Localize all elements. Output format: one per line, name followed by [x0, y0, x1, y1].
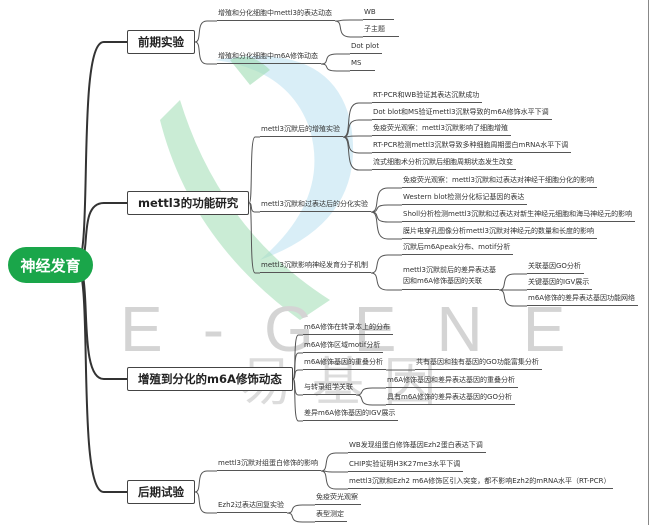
- branch-early-experiments[interactable]: 前期实验: [127, 30, 195, 54]
- list-item[interactable]: 具有m6A修饰的差异表达基因的GO分析: [386, 393, 515, 405]
- node-wb[interactable]: WB: [363, 8, 394, 20]
- list-item[interactable]: 共有基因和独有基因的GO功能富集分析: [415, 358, 542, 370]
- branch-late-experiments[interactable]: 后期试验: [127, 480, 195, 504]
- list-item[interactable]: m6A修饰的差异表达基因功能网络: [527, 294, 639, 306]
- list-item[interactable]: m6A修饰在转录本上的分布: [303, 323, 394, 335]
- branch-m6a-dynamics[interactable]: 增殖到分化的m6A修饰动态: [127, 367, 293, 391]
- node-subtopic[interactable]: 子主题: [363, 25, 399, 37]
- list-item[interactable]: WB发现组蛋白修饰基因Ezh2蛋白表达下调: [348, 441, 486, 453]
- node-overlap-analysis[interactable]: m6A修饰基因的重叠分析: [303, 358, 387, 370]
- list-item[interactable]: m6A修饰基因和差异表达基因的重叠分析: [386, 376, 519, 388]
- list-item[interactable]: RT-PCR检测mettl3沉默导致多种细胞周期蛋白mRNA水平下调: [372, 141, 572, 153]
- watermark-brand: E-GENE: [120, 293, 606, 365]
- node-label-line2: 因和m6A修饰基因的关联: [403, 277, 483, 285]
- list-item[interactable]: Dot blot和MS验证mettl3沉默导致的m6A修饰水平下调: [372, 108, 552, 120]
- node-ezh2-rescue[interactable]: Ezh2过表达回复实验: [217, 501, 287, 513]
- list-item[interactable]: RT-PCR和WB验证其表达沉默成功: [372, 91, 483, 103]
- node-differentiation-exp[interactable]: mettl3沉默和过表达后的分化实验: [260, 200, 372, 212]
- node-label-line1: mettl3沉默前后的差异表达基: [403, 266, 497, 274]
- node-ms[interactable]: MS: [350, 59, 376, 71]
- list-item[interactable]: 膜片电穿孔图像分析mettl3沉默对神经元的数量和长度的影响: [402, 227, 598, 239]
- list-item[interactable]: mettl3沉默和Ezh2 m6A修饰区引入突变，都不影响Ezh2的mRNA水平…: [348, 477, 614, 489]
- root-node[interactable]: 神经发育: [8, 247, 93, 283]
- list-item[interactable]: 沉默后m6Apeak分布、motif分析: [402, 243, 514, 255]
- list-item[interactable]: 差异m6A修饰基因的IGV展示: [303, 409, 399, 421]
- list-item[interactable]: 关联基因GO分析: [527, 262, 584, 274]
- list-item[interactable]: 免疫荧光观察: [315, 493, 361, 505]
- list-item[interactable]: Sholl分析检测mettl3沉默和过表达对新生神经元细胞和海马神经元的影响: [402, 210, 636, 222]
- list-item[interactable]: CHIP实验证明H3K27me3水平下调: [348, 460, 464, 472]
- node-proliferation-exp[interactable]: mettl3沉默后的增殖实验: [260, 125, 344, 137]
- node-deg-m6a-association[interactable]: mettl3沉默前后的差异表达基 因和m6A修饰基因的关联: [402, 265, 500, 290]
- node-molecular-mechanism[interactable]: mettl3沉默影响神经发育分子机制: [260, 261, 372, 273]
- node-histone-modification[interactable]: mettl3沉默对组蛋白修饰的影响: [217, 459, 322, 471]
- list-item[interactable]: 流式细胞术分析沉默后细胞周期状态发生改变: [372, 158, 516, 170]
- node-dot-plot[interactable]: Dot plot: [350, 42, 383, 54]
- branch-mettl3-function[interactable]: mettl3的功能研究: [127, 191, 250, 215]
- node-m6a-dynamics[interactable]: 增殖和分化细胞中m6A修饰动态: [217, 52, 322, 64]
- list-item[interactable]: 关键基因的IGV展示: [527, 278, 593, 290]
- list-item[interactable]: 表型测定: [315, 510, 347, 522]
- canvas-border: [648, 0, 649, 525]
- list-item[interactable]: m6A修饰区域motif分析: [303, 341, 384, 353]
- node-mettl3-expression[interactable]: 增殖和分化细胞中mettl3的表达动态: [217, 9, 336, 21]
- list-item[interactable]: Western blot检测分化标记基因的表达: [402, 193, 528, 205]
- list-item[interactable]: 免疫荧光观察：mettl3沉默影响了细胞增殖: [372, 124, 512, 136]
- node-transcriptome-association[interactable]: 与转录组学关联: [303, 383, 356, 395]
- list-item[interactable]: 免疫荧光观察：mettl3沉默和过表达对神经干细胞分化的影响: [402, 176, 598, 188]
